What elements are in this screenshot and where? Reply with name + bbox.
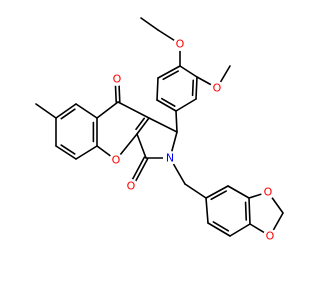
dbond-bdo-2	[207, 222, 231, 237]
dbond-c3a-c9a-inner	[135, 117, 145, 131]
atom-label-o-diox1: O	[266, 230, 275, 243]
dbond-ar-6	[157, 65, 181, 79]
atom-label-n-ring: N	[166, 152, 174, 165]
dbond-benzo-4-inner	[60, 144, 76, 155]
dbond-bdo-6-inner	[210, 190, 228, 201]
bond-benzo-5	[75, 145, 98, 160]
bond-c9-c8a	[96, 101, 119, 119]
dbond-bdo-6	[205, 185, 229, 199]
dbond-bdo-2-inner	[212, 221, 230, 232]
atom-label-bg	[263, 229, 277, 243]
bond-bdo-5	[227, 185, 250, 199]
bond-ethyl	[140, 17, 159, 31]
atom-label-bg	[110, 72, 124, 86]
atom-label-o-ketone: O	[113, 73, 122, 86]
atom-label-bg	[124, 179, 138, 193]
bond-ch2-ar	[184, 183, 207, 199]
bond-aryl-c1	[175, 110, 178, 133]
atom-label-o-chromene: O	[112, 154, 121, 167]
dbond-ar-6-inner	[162, 70, 180, 81]
bond-ar-1	[179, 65, 198, 78]
atom-label-o-amide: O	[127, 180, 136, 193]
atom-label-bg	[109, 153, 123, 167]
bond-c9a-c9	[117, 101, 150, 119]
dbond-bdo-4	[248, 197, 251, 225]
atom-label-bg	[261, 185, 275, 199]
dbond-benzo-4	[55, 145, 77, 160]
bond-c1-c9a	[148, 117, 178, 133]
dbond-ar-2-inner	[191, 79, 195, 97]
atom-label-bg	[163, 151, 177, 165]
atom-label-bg	[173, 37, 187, 51]
dbond-ar-2	[195, 76, 198, 100]
dbond-benzo-2-inner	[60, 108, 76, 120]
dbond-ar-4-inner	[161, 97, 176, 107]
atom-label-bg	[210, 81, 224, 95]
dbond-ar-4	[156, 99, 177, 112]
bond-ar-5	[156, 77, 159, 101]
dbond-bdo-4-inner	[244, 201, 248, 221]
atom-label-o-ethoxy: O	[176, 38, 185, 51]
bond-bdo-1	[205, 197, 209, 224]
bond-benzo-1	[75, 103, 98, 119]
atom-label-o-methoxy: O	[213, 82, 222, 95]
bond-c3-c3a	[136, 133, 147, 159]
bond-bdo-3	[229, 223, 251, 237]
atom-label-o-diox2: O	[264, 186, 273, 199]
dbond-c3a-c9a	[136, 117, 150, 135]
dbond-benzo-2	[55, 103, 77, 119]
bond-methyl	[35, 103, 57, 119]
bond-ar-3	[175, 98, 197, 112]
